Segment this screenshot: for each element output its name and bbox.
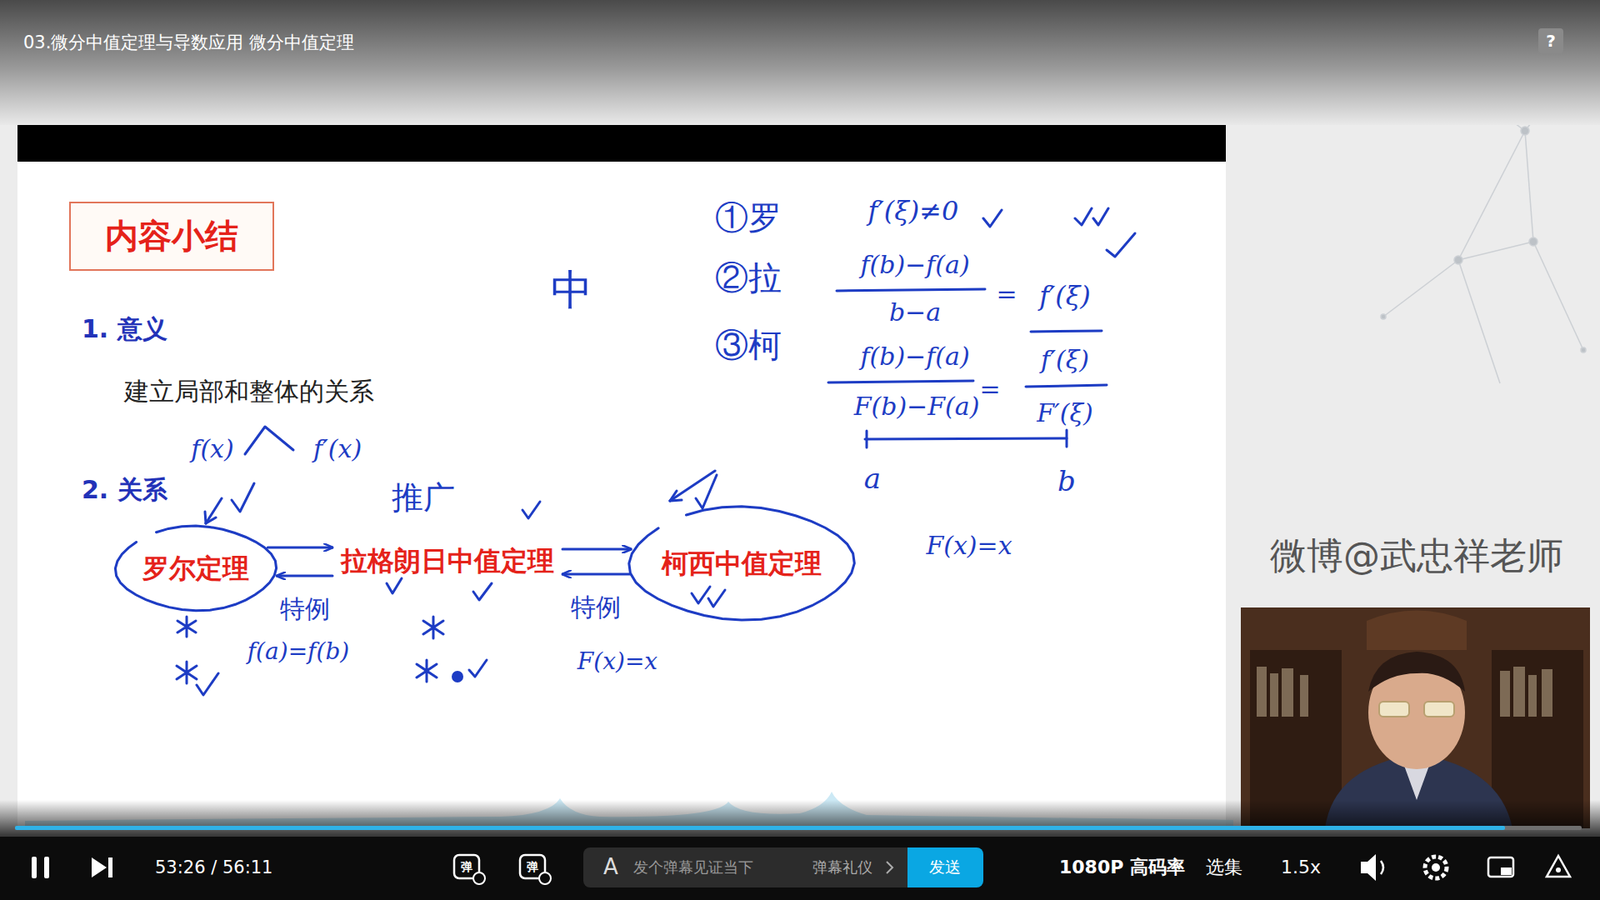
handwritten-formula: b [1057, 465, 1076, 498]
handwritten-note: 推广 [391, 480, 455, 517]
theorem-name: 柯西中值定理 [661, 548, 822, 580]
handwritten-formula: f′(ξ)≠0 [868, 195, 960, 227]
handwritten-note: f(x) [190, 435, 234, 465]
help-icon: ? [1545, 31, 1556, 51]
time-display: 53:26 / 56:11 [155, 857, 273, 878]
edge-label: 特例 [280, 595, 330, 625]
handwritten-formula: F(x)=x [925, 531, 1012, 561]
handwritten-note: F(x)=x [577, 648, 658, 675]
theorem-circled: 柯西中值定理 [628, 505, 855, 622]
relation-arrow [562, 548, 631, 551]
relation-arrow [562, 573, 630, 576]
handwritten-note: ②拉 [715, 258, 782, 297]
handwritten-note: f′(x) [313, 435, 362, 465]
section-heading: 2. 关系 [81, 475, 168, 505]
danmaku-icon: 弹 [526, 860, 539, 874]
send-button: 发送 [929, 858, 961, 877]
theorem-name: 罗尔定理 [142, 553, 250, 585]
theorem-label: 拉格朗日中值定理 [337, 542, 558, 580]
handwritten-note: ③柯 [715, 325, 782, 365]
body-text: 建立局部和整体的关系 [124, 377, 375, 407]
handwritten-formula: b−a [889, 298, 941, 328]
video-title: 03.微分中值定理与导数应用 微分中值定理 [23, 32, 355, 53]
text-style-icon: A [603, 855, 619, 880]
handwritten-formula: F′(ξ) [1036, 399, 1094, 429]
section-heading: 1. 意义 [81, 315, 168, 345]
heading-text: 内容小结 [105, 216, 239, 255]
input-placeholder: 发个弹幕见证当下 [633, 859, 754, 877]
episode-selector: 选集 [1205, 856, 1243, 878]
webcam-inset [1240, 607, 1590, 829]
link-text: 弹幕礼仪 [812, 859, 873, 877]
handwritten-formula: f′(ξ) [1039, 280, 1091, 312]
handwritten-formula: f(b)−f(a) [860, 342, 970, 372]
quality-selector: 1080P 高码率 [1059, 856, 1185, 878]
danmaku-icon: 弹 [460, 860, 473, 874]
watermark: 微博@武忠祥老师 [1270, 535, 1564, 578]
speed-selector: 1.5x [1280, 856, 1321, 878]
handwritten-formula: F(b)−F(a) [854, 392, 980, 422]
relation-arrow [267, 546, 333, 550]
edge-label: 特例 [570, 593, 621, 623]
handwritten-formula: = [979, 375, 1000, 405]
handwritten-note: ①罗 [715, 198, 782, 237]
handwritten-formula: = [995, 280, 1017, 310]
handwritten-formula: a [864, 462, 881, 495]
handwritten-note: 中 [550, 266, 593, 315]
summary-heading-box: 内容小结 [69, 201, 275, 271]
relation-arrow [276, 575, 333, 578]
theorem-name: 拉格朗日中值定理 [340, 545, 555, 577]
handwritten-formula: f(b)−f(a) [860, 250, 970, 280]
handwritten-note: f(a)=f(b) [247, 638, 350, 665]
handwritten-formula: f′(ξ) [1040, 345, 1090, 375]
theorem-circled: 罗尔定理 [114, 524, 278, 613]
